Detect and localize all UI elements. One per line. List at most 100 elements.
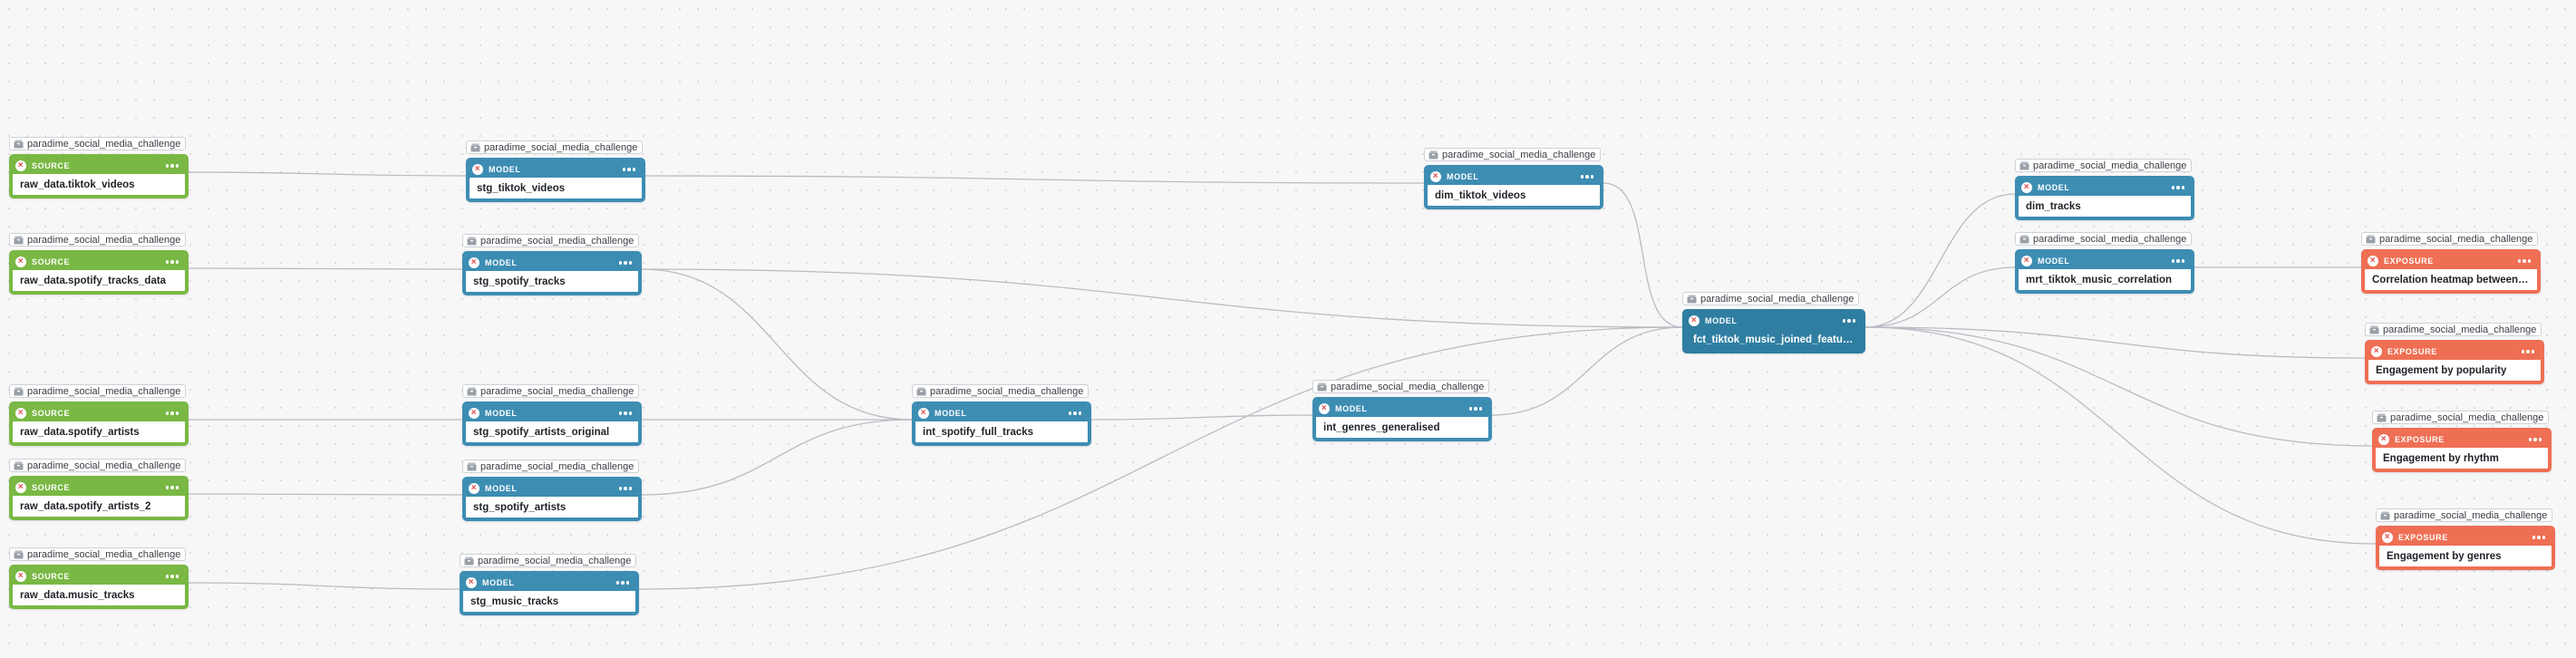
dot <box>2181 186 2184 189</box>
exposure-node-exp-popularity[interactable]: paradime_social_media_challenge×EXPOSURE… <box>2365 323 2544 384</box>
more-dots-icon[interactable] <box>2171 259 2189 263</box>
project-label: paradime_social_media_challenge <box>480 460 634 472</box>
more-dots-icon[interactable] <box>615 581 634 585</box>
dot <box>2517 259 2521 263</box>
more-dots-icon[interactable] <box>1842 319 1860 323</box>
edge-fct-tiktok-music-to-exp-popularity <box>1864 326 2366 359</box>
node-name: stg_music_tracks <box>463 591 635 612</box>
node-type-label: EXPOSURE <box>2398 533 2448 542</box>
dot <box>1842 319 1845 323</box>
more-dots-icon[interactable] <box>165 260 183 264</box>
more-dots-icon[interactable] <box>618 487 636 490</box>
node-type-label: SOURCE <box>32 572 71 581</box>
dot <box>632 168 635 171</box>
package-icon <box>14 550 24 559</box>
exposure-node-exp-genres[interactable]: paradime_social_media_challenge×EXPOSURE… <box>2376 508 2555 570</box>
more-dots-icon[interactable] <box>2171 186 2189 189</box>
node-header: ×MODEL <box>466 405 638 421</box>
more-dots-icon[interactable] <box>165 411 183 415</box>
project-label: paradime_social_media_challenge <box>2390 411 2544 423</box>
node-name-text: dim_tiktok_videos <box>1435 189 1526 201</box>
project-tag: paradime_social_media_challenge <box>1424 148 1602 161</box>
dot <box>2176 259 2180 263</box>
node-type-label: MODEL <box>485 484 518 493</box>
error-x-icon: × <box>1319 403 1330 414</box>
dot <box>628 487 632 490</box>
error-x-icon: × <box>469 483 479 494</box>
node-name: Engagement by genres <box>2379 546 2552 566</box>
dot <box>628 411 632 415</box>
project-tag: paradime_social_media_challenge <box>9 459 187 472</box>
more-dots-icon[interactable] <box>2517 259 2535 263</box>
project-label: paradime_social_media_challenge <box>2394 509 2548 521</box>
node-name: stg_spotify_tracks <box>466 271 638 292</box>
node-header: ×EXPOSURE <box>2368 344 2541 360</box>
node-header: ×SOURCE <box>13 568 185 585</box>
more-dots-icon[interactable] <box>618 411 636 415</box>
node-type-label: MODEL <box>1705 316 1738 325</box>
more-dots-icon[interactable] <box>2521 350 2539 353</box>
more-dots-icon[interactable] <box>1068 411 1086 415</box>
more-dots-icon[interactable] <box>622 168 640 171</box>
edge-stg-spotify-artists-to-int-spotify-full-tracks <box>641 419 913 496</box>
node-name: stg_spotify_artists_original <box>466 421 638 442</box>
more-dots-icon[interactable] <box>165 164 183 168</box>
more-dots-icon[interactable] <box>165 486 183 489</box>
error-x-icon: × <box>2371 346 2382 357</box>
node-header: × MODEL <box>466 480 638 497</box>
dot <box>618 261 622 265</box>
package-icon <box>464 556 474 566</box>
dot <box>628 261 632 265</box>
package-icon <box>2380 511 2390 520</box>
more-dots-icon[interactable] <box>1580 175 1598 179</box>
error-x-icon: × <box>2378 434 2389 445</box>
more-dots-icon[interactable] <box>1468 407 1487 411</box>
node-type-label: MODEL <box>2038 256 2070 266</box>
more-dots-icon[interactable] <box>2532 536 2550 539</box>
node-name: raw_data.music_tracks <box>13 585 185 605</box>
more-dots-icon[interactable] <box>165 575 183 578</box>
more-dots-icon[interactable] <box>618 261 636 265</box>
node-name-text: raw_data.tiktok_videos <box>20 179 135 190</box>
more-dots-icon[interactable] <box>2528 438 2546 441</box>
exposure-node-exp-rhythm[interactable]: paradime_social_media_challenge ×EXPOSURE… <box>2372 411 2552 472</box>
exposure-node-exp-correlation[interactable]: paradime_social_media_challenge×EXPOSURE… <box>2361 232 2541 294</box>
